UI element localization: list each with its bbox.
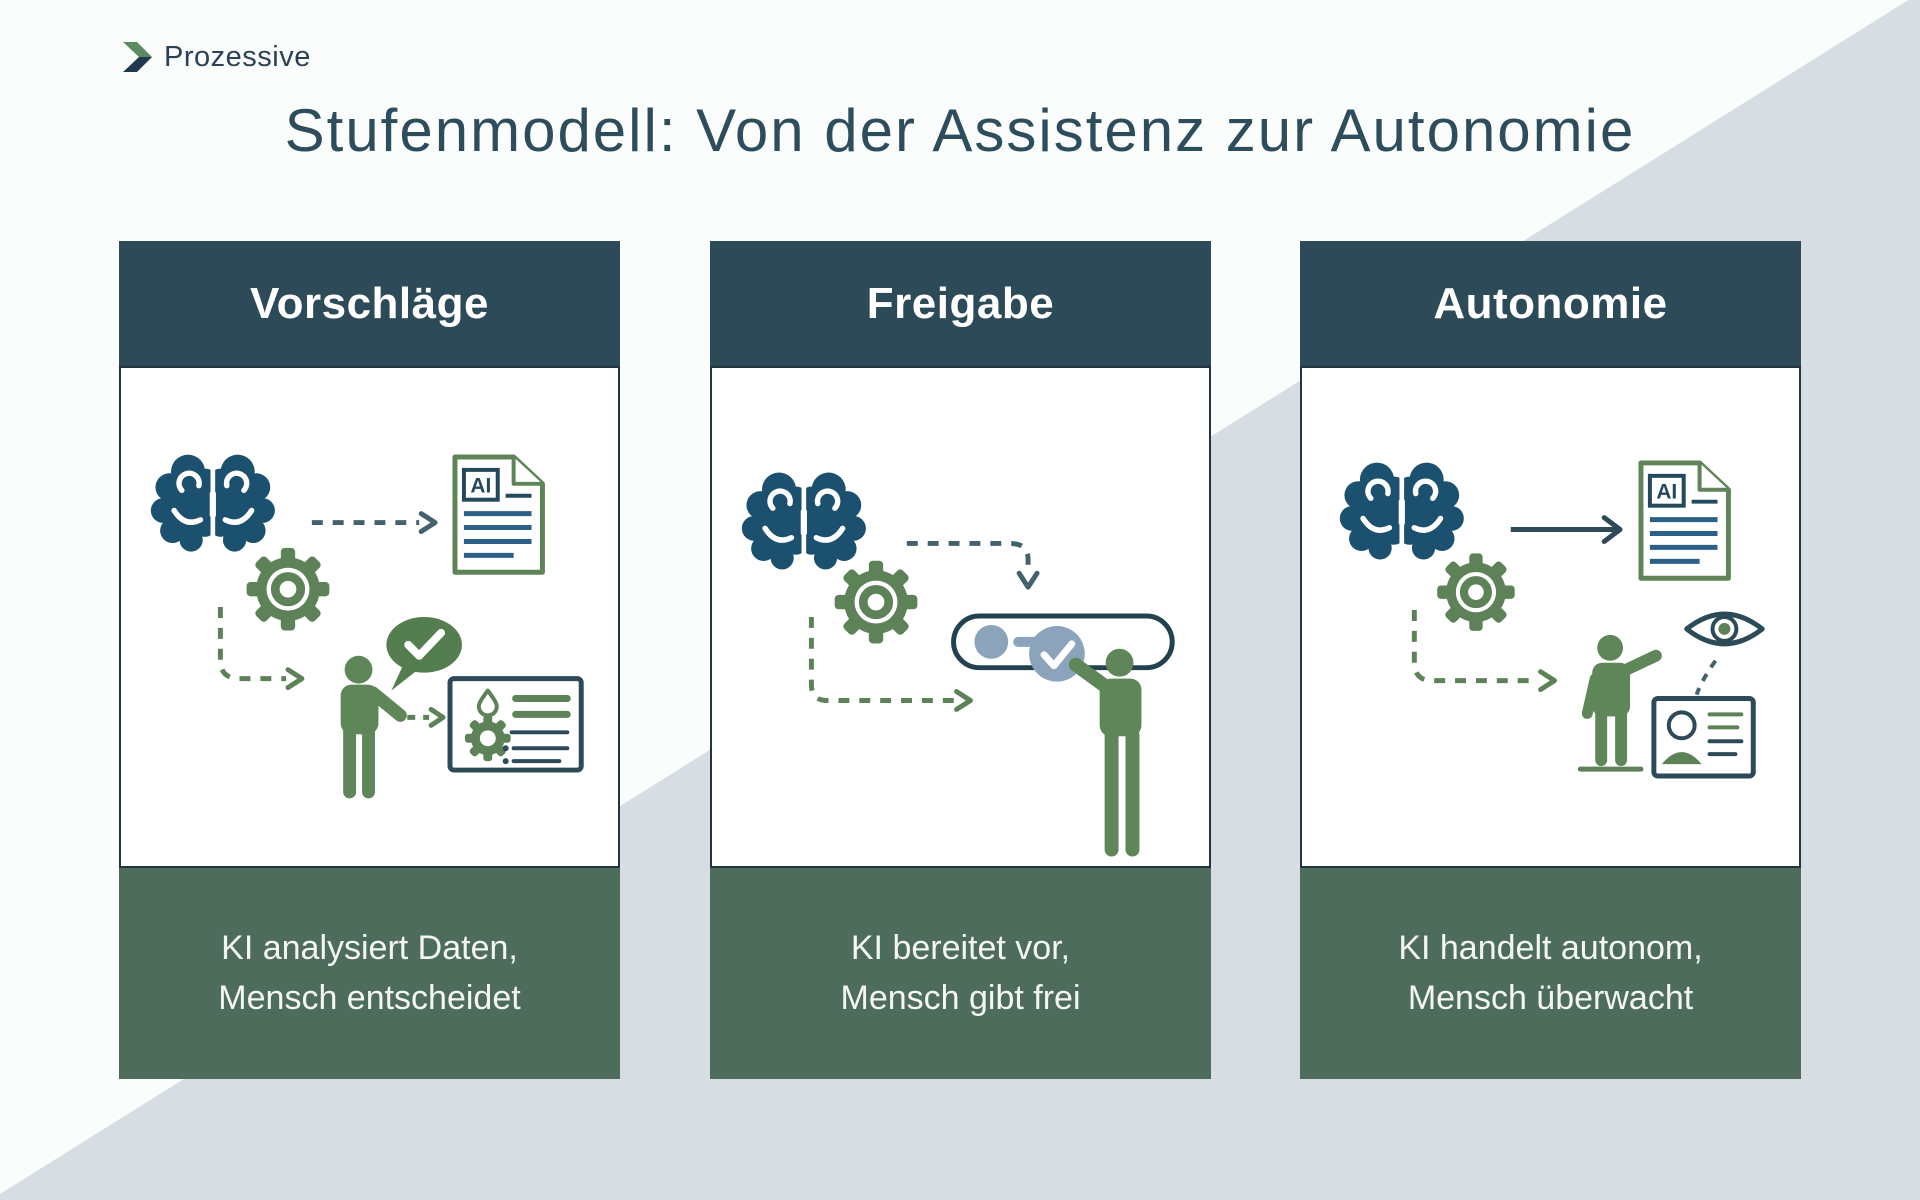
- dashed-arrow-icon: [1411, 610, 1557, 693]
- dashed-arrow-icon: [906, 540, 1040, 590]
- autonomie-illustration: AI: [1339, 459, 1765, 779]
- caption-line-2: Mensch überwacht: [1407, 978, 1694, 1017]
- freigabe-illustration: [741, 469, 1175, 857]
- caption-line-1: KI bereitet vor,: [850, 929, 1071, 968]
- dashed-arrow-icon: [1694, 659, 1718, 696]
- settings-document-icon: [447, 676, 584, 773]
- gear-icon: [1437, 553, 1515, 631]
- person-icon: [1577, 634, 1662, 772]
- caption-line-2: Mensch gibt frei: [840, 978, 1081, 1017]
- card-title: Vorschläge: [250, 278, 489, 328]
- brain-icon: [741, 469, 866, 574]
- ai-document-icon: AI: [452, 454, 545, 575]
- card-caption: KI analysiert Daten, Mensch entscheidet: [119, 868, 620, 1079]
- caption-line-2: Mensch entscheidet: [218, 978, 521, 1017]
- card-caption: KI handelt autonom, Mensch überwacht: [1300, 868, 1801, 1079]
- dashed-arrow-icon: [311, 511, 438, 535]
- caption-line-1: KI analysiert Daten,: [221, 929, 518, 968]
- gear-icon: [834, 560, 918, 644]
- svg-text:AI: AI: [1656, 481, 1677, 504]
- card-caption: KI bereitet vor, Mensch gibt frei: [710, 868, 1211, 1079]
- person-icon: [340, 655, 407, 799]
- vorschlaege-illustration: AI: [150, 451, 584, 799]
- eye-icon: [1684, 611, 1765, 647]
- card-autonomie: Autonomie: [1300, 241, 1801, 1079]
- card-header: Freigabe: [710, 241, 1211, 366]
- logo: Prozessive: [118, 40, 311, 74]
- brain-icon: [150, 451, 275, 556]
- speech-bubble-check-icon: [386, 617, 462, 691]
- card-title: Freigabe: [866, 278, 1055, 328]
- card-freigabe: Freigabe: [710, 241, 1211, 1079]
- person-icon: [1068, 648, 1142, 857]
- id-card-icon: [1651, 696, 1756, 779]
- card-vorschlaege: Vorschläge: [119, 241, 620, 1079]
- dashed-arrow-icon: [407, 706, 446, 728]
- caption-line-1: KI handelt autonom,: [1398, 929, 1703, 968]
- solid-arrow-icon: [1510, 515, 1623, 544]
- ai-document-icon: AI: [1638, 460, 1731, 581]
- page-title: Stufenmodell: Von der Assistenz zur Auto…: [284, 97, 1636, 164]
- svg-text:AI: AI: [470, 475, 491, 498]
- card-title: Autonomie: [1433, 278, 1668, 328]
- card-illustration: AI: [119, 366, 620, 868]
- logo-text: Prozessive: [164, 40, 311, 73]
- chevron-logo-icon: [123, 42, 152, 72]
- card-illustration: [710, 366, 1211, 868]
- brain-icon: [1339, 459, 1464, 564]
- card-header: Vorschläge: [119, 241, 620, 366]
- dashed-arrow-icon: [217, 607, 305, 691]
- gear-icon: [246, 547, 330, 631]
- dashed-arrow-icon: [808, 617, 973, 712]
- card-header: Autonomie: [1300, 241, 1801, 366]
- card-illustration: AI: [1300, 366, 1801, 868]
